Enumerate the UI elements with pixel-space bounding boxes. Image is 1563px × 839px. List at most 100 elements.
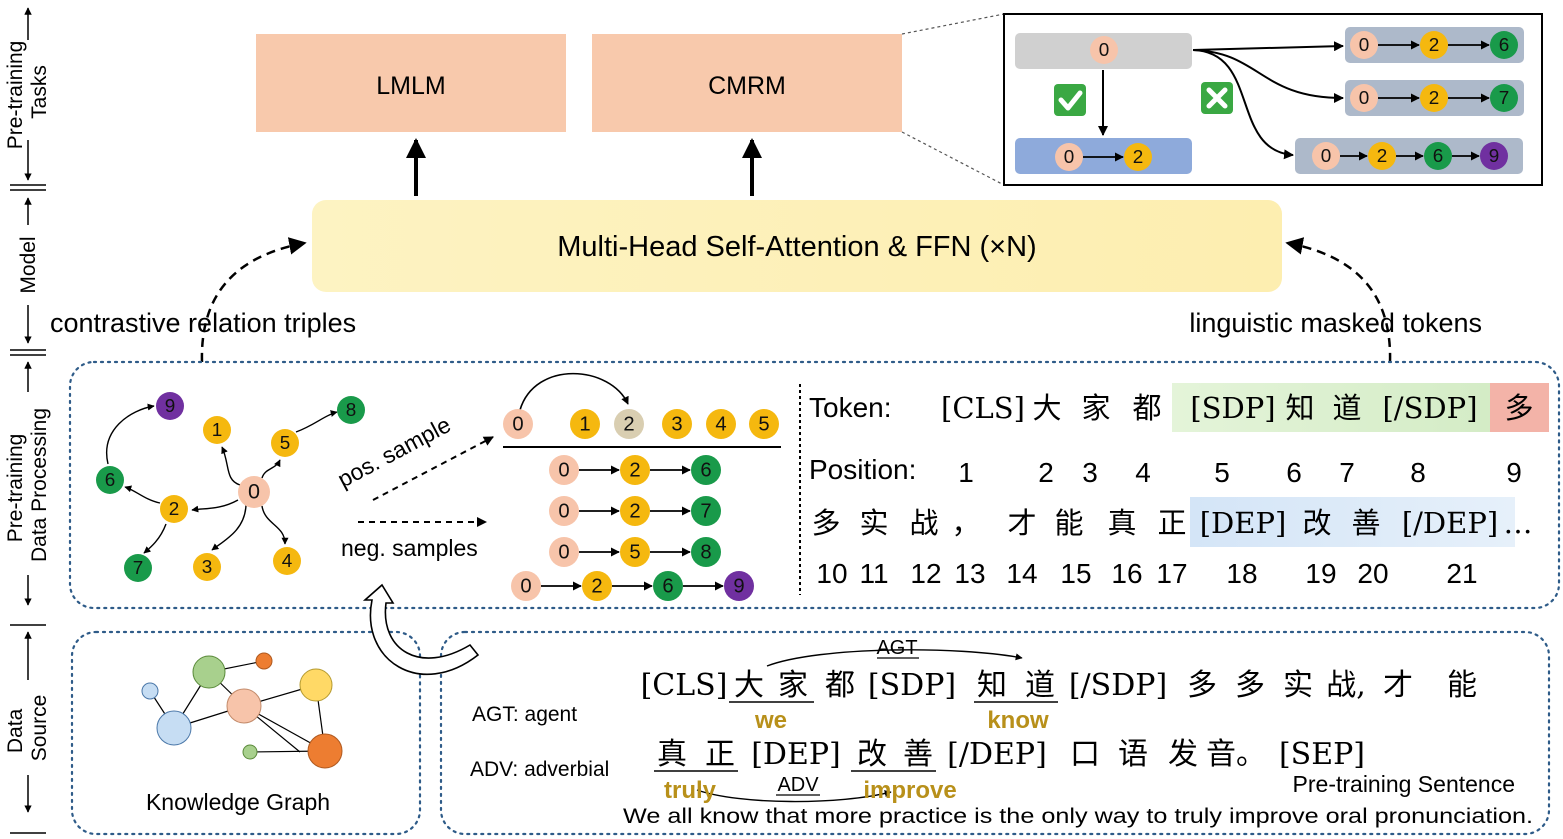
position-10: 10 [816, 558, 847, 589]
svg-text:0: 0 [558, 500, 569, 522]
side-label-tasks-l1: Pre-training [4, 41, 27, 150]
sentence-token-11: 战, [1326, 668, 1366, 703]
inset-positive-chain-node-0: 0 [1055, 143, 1083, 171]
graph-edge-5 [261, 505, 289, 545]
lmlm-box [256, 34, 566, 132]
token-8: 多 [1504, 391, 1533, 425]
position-8: 8 [1410, 457, 1426, 488]
token-0: [CLS] [941, 391, 1025, 425]
svg-text:0: 0 [558, 459, 569, 481]
sample-path-3-node-2: 8 [691, 537, 721, 567]
position-3: 3 [1082, 457, 1098, 488]
sentence-token-row2-3: 改 [857, 737, 887, 772]
token-row2-4: 才 [1007, 506, 1036, 540]
cmrm-box [592, 34, 902, 132]
graph-edge-8 [105, 403, 155, 465]
svg-text:2: 2 [1429, 35, 1440, 56]
graph-edge-7 [143, 523, 167, 554]
position-12: 12 [910, 558, 941, 589]
cmrm-label: CMRM [708, 72, 786, 100]
inset-negative-chain-2: 0 2 7 [1350, 84, 1518, 112]
sample-path-1-node-0: 0 [549, 455, 579, 485]
word-underlines [654, 701, 1058, 772]
token-7: [/SDP] [1382, 391, 1477, 425]
token-row2-10: 善 [1351, 506, 1380, 540]
sentence-token-12: 才 [1383, 668, 1413, 703]
sample-path-2-node-2: 7 [691, 496, 721, 526]
svg-text:2: 2 [623, 413, 634, 435]
svg-text:4: 4 [715, 413, 726, 435]
right-dashed-arrow [1285, 237, 1392, 363]
svg-text:2: 2 [1429, 88, 1440, 109]
svg-text:0: 0 [558, 541, 569, 563]
token-row2-3: ， [951, 506, 980, 540]
sample-path-4-node-0: 0 [511, 571, 541, 601]
svg-text:9: 9 [1489, 146, 1500, 167]
source-to-processing-arrow [362, 583, 480, 675]
graph-edge-0 [221, 446, 241, 486]
sentence-token-row2-10: [SEP] [1279, 737, 1365, 772]
legend-agt: AGT: agent [472, 703, 577, 726]
svg-text:3: 3 [202, 557, 213, 578]
position-18: 18 [1226, 558, 1257, 589]
inset-negative-chain-3-node-2: 6 [1424, 142, 1452, 170]
token-row2-8: [DEP] [1200, 506, 1287, 540]
graph-edge-4 [211, 504, 247, 551]
token-row2-2: 战 [909, 506, 938, 540]
svg-text:5: 5 [280, 433, 291, 454]
token-row2-7: 正 [1157, 506, 1186, 540]
token-5: 知 [1285, 391, 1314, 425]
graph-edge-1 [261, 459, 281, 479]
sample-path-1-node-2: 6 [691, 455, 721, 485]
position-5: 5 [1214, 457, 1230, 488]
token-3: 都 [1132, 391, 1161, 425]
model-label: Multi-Head Self-Attention & FFN (×N) [557, 231, 1036, 263]
sentence-token-5: 知 [977, 668, 1007, 703]
legend-adv: ADV: adverbial [470, 758, 609, 781]
sentence-token-row2-4: 善 [903, 737, 933, 772]
side-label-data-processing: Pre-training Data Processing [4, 408, 51, 562]
sentence-token-row2-7: 语 [1118, 737, 1148, 772]
dep-highlight [1190, 497, 1515, 547]
sequence-node-2: 2 [614, 409, 644, 439]
svg-text:9: 9 [165, 396, 176, 417]
svg-text:0: 0 [1359, 88, 1370, 109]
graph-edge-3 [191, 499, 239, 513]
knowledge-graph-label: Knowledge Graph [146, 789, 330, 815]
side-label-ds-l2: Source [28, 695, 51, 762]
graph-node-5: 5 [271, 429, 299, 457]
sentence-token-4: [SDP] [868, 668, 956, 703]
svg-text:2: 2 [1133, 147, 1144, 168]
token-6: 道 [1332, 391, 1361, 425]
svg-text:7: 7 [700, 500, 711, 522]
token-row2-11: [/DEP] [1402, 506, 1498, 540]
svg-text:8: 8 [346, 400, 357, 421]
inset-negative-chain-2-node-2: 7 [1490, 84, 1518, 112]
sequence-node-1: 1 [570, 409, 600, 439]
sentence-token-0: [CLS] [641, 668, 728, 703]
sentence-token-13: 能 [1447, 668, 1477, 703]
svg-text:7: 7 [133, 558, 144, 579]
sample-path-4-node-1: 2 [582, 571, 612, 601]
side-label-tasks-l2: Tasks [28, 65, 51, 119]
left-dashed-arrow [200, 237, 307, 363]
sentence-token-row2-8: 发 [1168, 737, 1198, 772]
svg-text:0: 0 [1064, 147, 1075, 168]
sentence-token-row2-9: 音。 [1206, 737, 1266, 772]
position-16: 16 [1111, 558, 1142, 589]
svg-text:3: 3 [671, 413, 682, 435]
sample-path-3-node-0: 0 [549, 537, 579, 567]
data-processing-panel [68, 360, 1561, 610]
pos-sample-arrow [372, 436, 494, 501]
side-label-dp-l1: Pre-training [4, 434, 27, 543]
sample-path-2-node-0: 0 [549, 496, 579, 526]
sentence-token-9: 多 [1235, 668, 1265, 703]
token-row2-0: 多 [811, 506, 840, 540]
sentence-token-row2-6: 口 [1070, 737, 1100, 772]
token-row2-1: 实 [859, 506, 888, 540]
token-4: [SDP] [1190, 391, 1275, 425]
